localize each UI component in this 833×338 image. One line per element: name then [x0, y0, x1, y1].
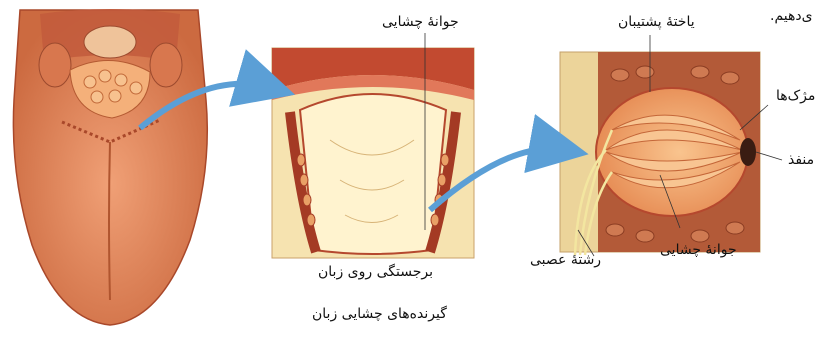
label-papilla: برجستگی روی زبان: [318, 264, 433, 280]
label-pore: منفذ: [788, 152, 814, 168]
label-support-cell: یاختهٔ پشتیبان: [618, 14, 695, 30]
label-taste-bud-top: جوانهٔ چشایی: [382, 14, 459, 30]
taste-bud-detail: [560, 35, 782, 256]
label-nerve-fiber: رشتهٔ عصبی: [530, 252, 601, 268]
tongue-illustration: [13, 9, 207, 325]
papilla-cross-section: [272, 48, 474, 258]
corner-text: ی‌دهیم.: [770, 8, 813, 24]
figure-caption: گیرنده‌های چشایی زبان: [312, 306, 447, 322]
label-microvilli: مژک‌ها: [776, 88, 815, 104]
label-taste-bud-bottom: جوانهٔ چشایی: [660, 242, 737, 258]
